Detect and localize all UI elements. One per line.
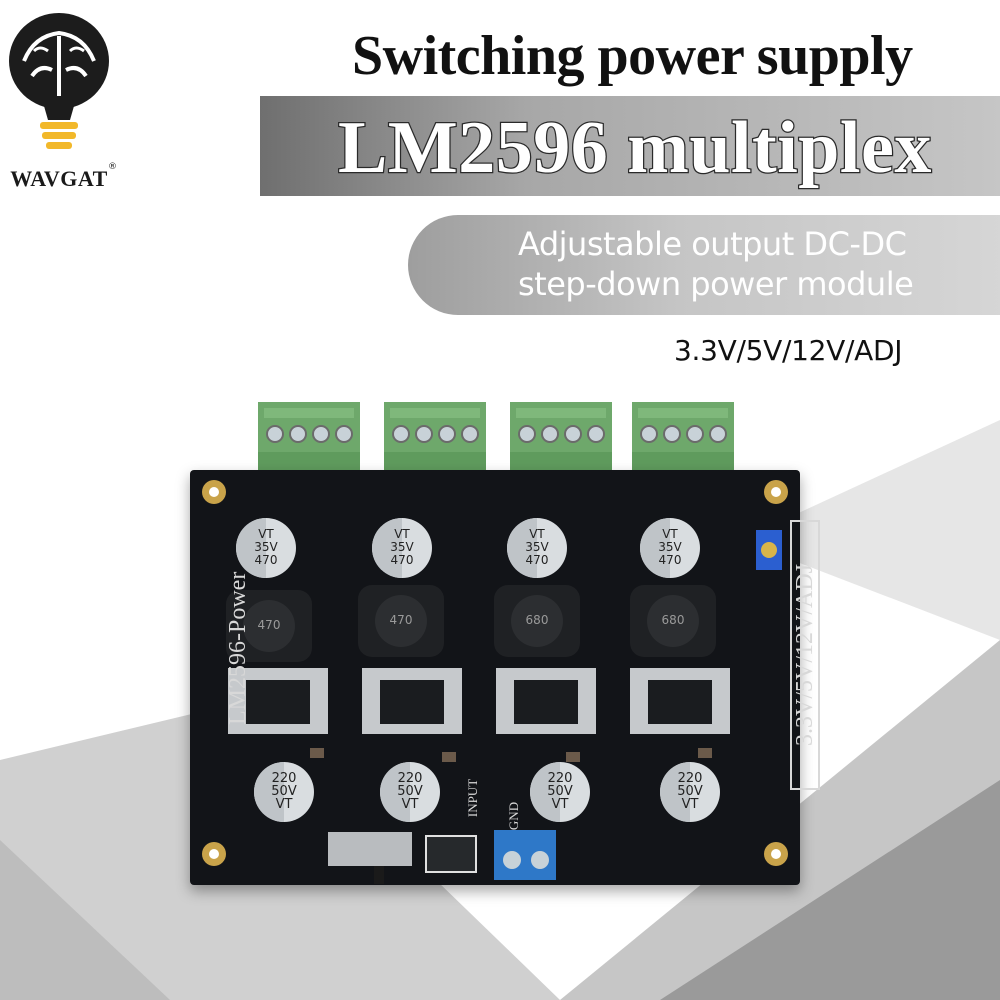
inductor-label-4: 680 <box>661 613 685 627</box>
input-capacitors <box>254 762 720 822</box>
brand-name: WAVGAT <box>10 166 108 191</box>
subtitle-band <box>408 215 1000 315</box>
title-line-2: LM2596 multiplex <box>337 106 933 191</box>
inductor-label-2: 470 <box>389 613 413 627</box>
silk-output-voltages: 3.3V/5V/12V/ADJ <box>790 520 820 790</box>
inductors <box>226 585 716 662</box>
mounting-holes <box>202 480 788 866</box>
silk-input-label: INPUT <box>465 778 481 818</box>
subtitle-line-2: step-down power module <box>518 265 914 303</box>
voltage-options: 3.3V/5V/12V/ADJ <box>674 334 903 367</box>
pcb-board: LM2596-Power 3.3V/5V/12V/ADJ INPUT GND V… <box>190 470 820 885</box>
registered-mark: ® <box>108 162 117 172</box>
inductor-label-1: 470 <box>257 618 281 632</box>
subtitle-line-1: Adjustable output DC-DC <box>518 225 907 263</box>
silk-gnd-label: GND <box>506 801 522 831</box>
regulators <box>228 668 730 734</box>
output-capacitors <box>236 518 700 578</box>
inductor-label-3: 680 <box>525 613 549 627</box>
brand-logo: WAVGAT ® <box>4 6 124 196</box>
silk-board-name: LM2596-Power <box>225 571 251 725</box>
pcb-components <box>202 480 788 884</box>
subtitle: Adjustable output DC-DC step-down power … <box>518 224 988 304</box>
title-line-1: Switching power supply <box>352 25 913 87</box>
brain-bulb-icon <box>9 13 109 149</box>
title-band <box>260 96 1000 196</box>
